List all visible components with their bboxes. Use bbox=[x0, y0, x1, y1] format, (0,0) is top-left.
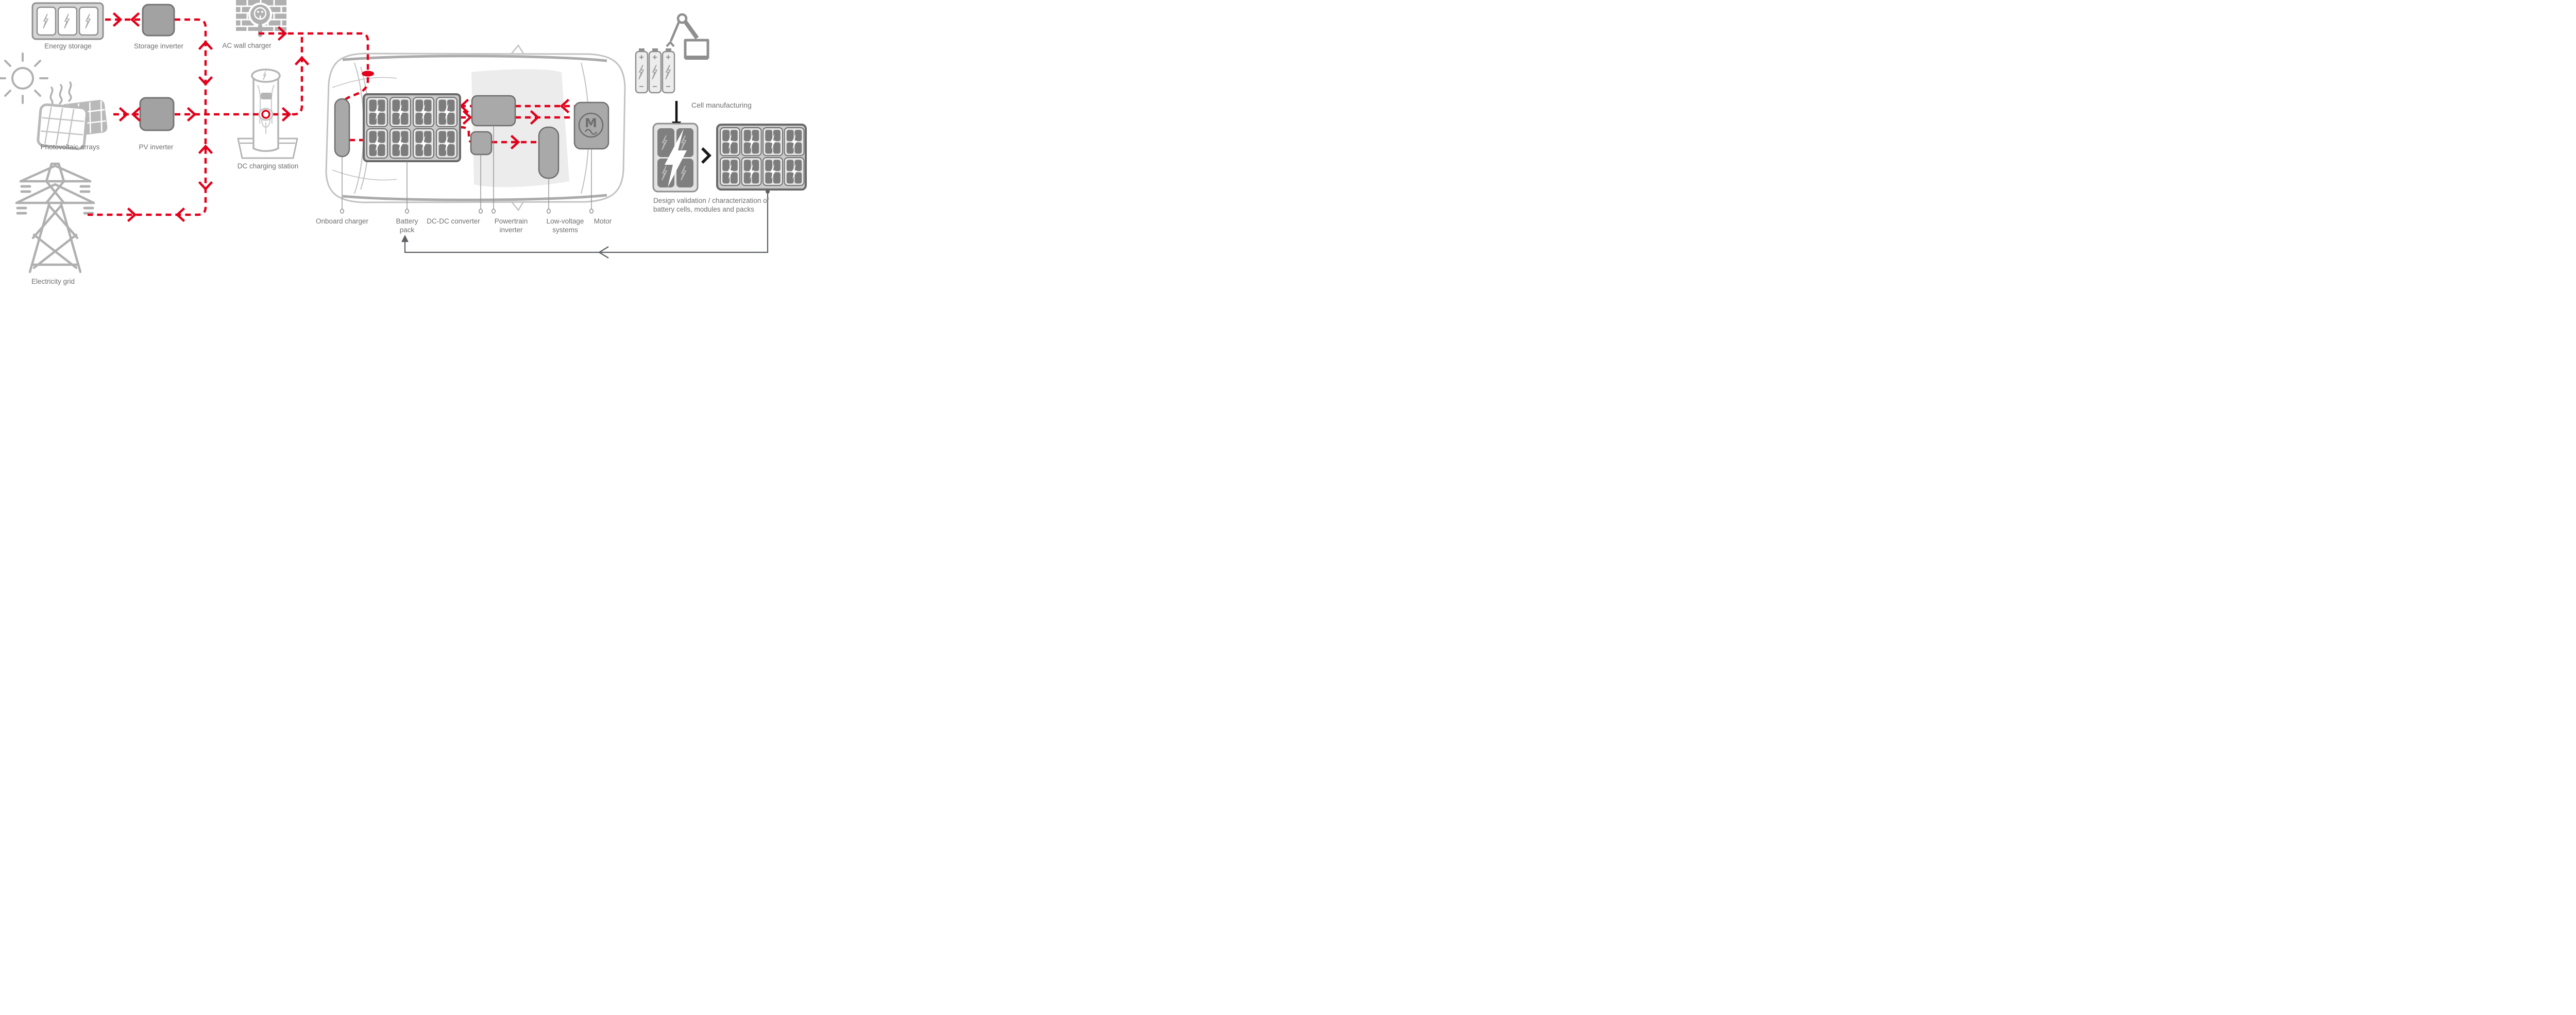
ac-wall-charger-label: AC wall charger bbox=[222, 42, 272, 49]
energy-storage-icon bbox=[31, 2, 104, 40]
motor-symbol: M bbox=[585, 116, 597, 130]
low-voltage-systems-box bbox=[538, 126, 560, 179]
low-voltage-systems-label: Low-voltage systems bbox=[546, 217, 584, 234]
motor-box: M bbox=[573, 101, 609, 150]
design-validation-label: Design validation / characterization of … bbox=[653, 197, 769, 214]
electricity-grid-label: Electricity grid bbox=[31, 278, 75, 285]
ev-charging-ecosystem-diagram: M bbox=[0, 0, 808, 285]
ac-wall-charger-icon bbox=[236, 0, 286, 37]
diagram-canvas: M bbox=[0, 0, 807, 273]
dc-charging-station-label: DC charging station bbox=[237, 162, 299, 170]
powertrain-inverter-label: Powertrain inverter bbox=[494, 217, 528, 234]
battery-module-icon bbox=[652, 123, 699, 193]
motor-label: Motor bbox=[594, 217, 612, 225]
battery-pack-box bbox=[363, 93, 461, 162]
photovoltaic-arrays-label: Photovoltaic arrays bbox=[40, 143, 100, 151]
dc-dc-converter-box bbox=[470, 131, 493, 156]
photovoltaic-arrays-icon bbox=[37, 100, 108, 150]
module-to-pack-chevron bbox=[701, 147, 711, 164]
storage-inverter-label: Storage inverter bbox=[133, 42, 184, 50]
sun-icon bbox=[0, 53, 48, 104]
battery-pack-label: Battery pack bbox=[396, 217, 418, 234]
battery-pack-icon-lab bbox=[716, 124, 807, 191]
storage-inverter-box bbox=[142, 4, 175, 37]
battery-cells-icon bbox=[635, 48, 675, 94]
dc-dc-converter-label: DC-DC converter bbox=[427, 217, 480, 225]
power-flow-lines bbox=[88, 18, 574, 216]
charge-port bbox=[362, 71, 374, 77]
flow-arrows bbox=[112, 12, 570, 222]
leader-lines bbox=[340, 126, 594, 214]
validation-feedback-line bbox=[401, 190, 770, 259]
cell-manufacturing-label: Cell manufacturing bbox=[691, 101, 752, 109]
heat-waves-icon bbox=[49, 81, 72, 107]
powertrain-inverter-box bbox=[471, 95, 516, 127]
electricity-grid-icon bbox=[15, 162, 95, 273]
robot-arm-icon bbox=[666, 13, 709, 60]
pv-inverter-box bbox=[139, 97, 175, 131]
pv-inverter-label: PV inverter bbox=[139, 143, 174, 151]
energy-storage-label: Energy storage bbox=[44, 42, 92, 50]
onboard-charger-box bbox=[334, 98, 350, 158]
onboard-charger-label: Onboard charger bbox=[315, 217, 369, 225]
